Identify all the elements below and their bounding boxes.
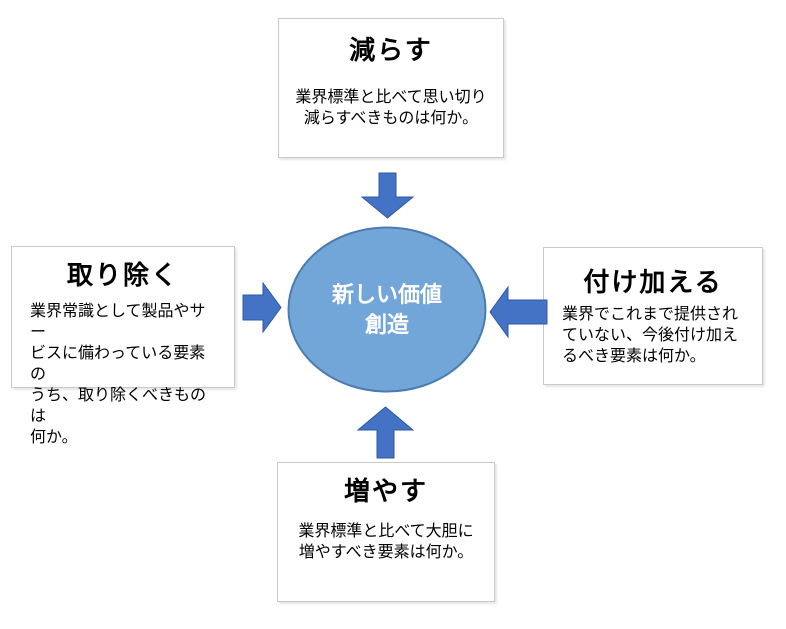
arrow-down-icon [360, 172, 415, 219]
arrow-right-icon [242, 281, 282, 334]
center-ellipse: 新しい価値創造 [287, 226, 487, 393]
box-raise-body: 業界標準と比べて大胆に増やすべき要素は何か。 [298, 523, 474, 561]
box-eliminate-title: 取り除く [66, 260, 179, 290]
box-reduce-body: 業界標準と比べて思い切り減らすべきものは何か。 [295, 89, 487, 127]
ellipse-shape [287, 226, 487, 393]
box-raise-title: 増やす [343, 476, 428, 506]
box-eliminate-body: 業界常識として製品やサービスに備わっている要素のうち、取り除くべきものは何か。 [30, 303, 207, 446]
box-reduce-title: 減らす [349, 35, 433, 65]
arrow-left-icon [489, 285, 548, 339]
box-eliminate: 取り除く 業界常識として製品やサービスに備わっている要素のうち、取り除くべきもの… [11, 246, 235, 446]
box-reduce: 減らす 業界標準と比べて思い切り減らすべきものは何か。 [278, 18, 504, 158]
box-add-body: 業界でこれまで提供されていない、今後付け加えるべき要素は何か。 [562, 306, 739, 365]
arrow-up-icon [356, 406, 415, 459]
center-label: 新しい価値創造 [331, 281, 442, 337]
box-raise: 増やす 業界標準と比べて大胆に増やすべき要素は何か。 [277, 462, 495, 602]
box-add-title: 付け加える [583, 267, 723, 297]
box-add: 付け加える 業界でこれまで提供されていない、今後付け加えるべき要素は何か。 [543, 247, 763, 385]
